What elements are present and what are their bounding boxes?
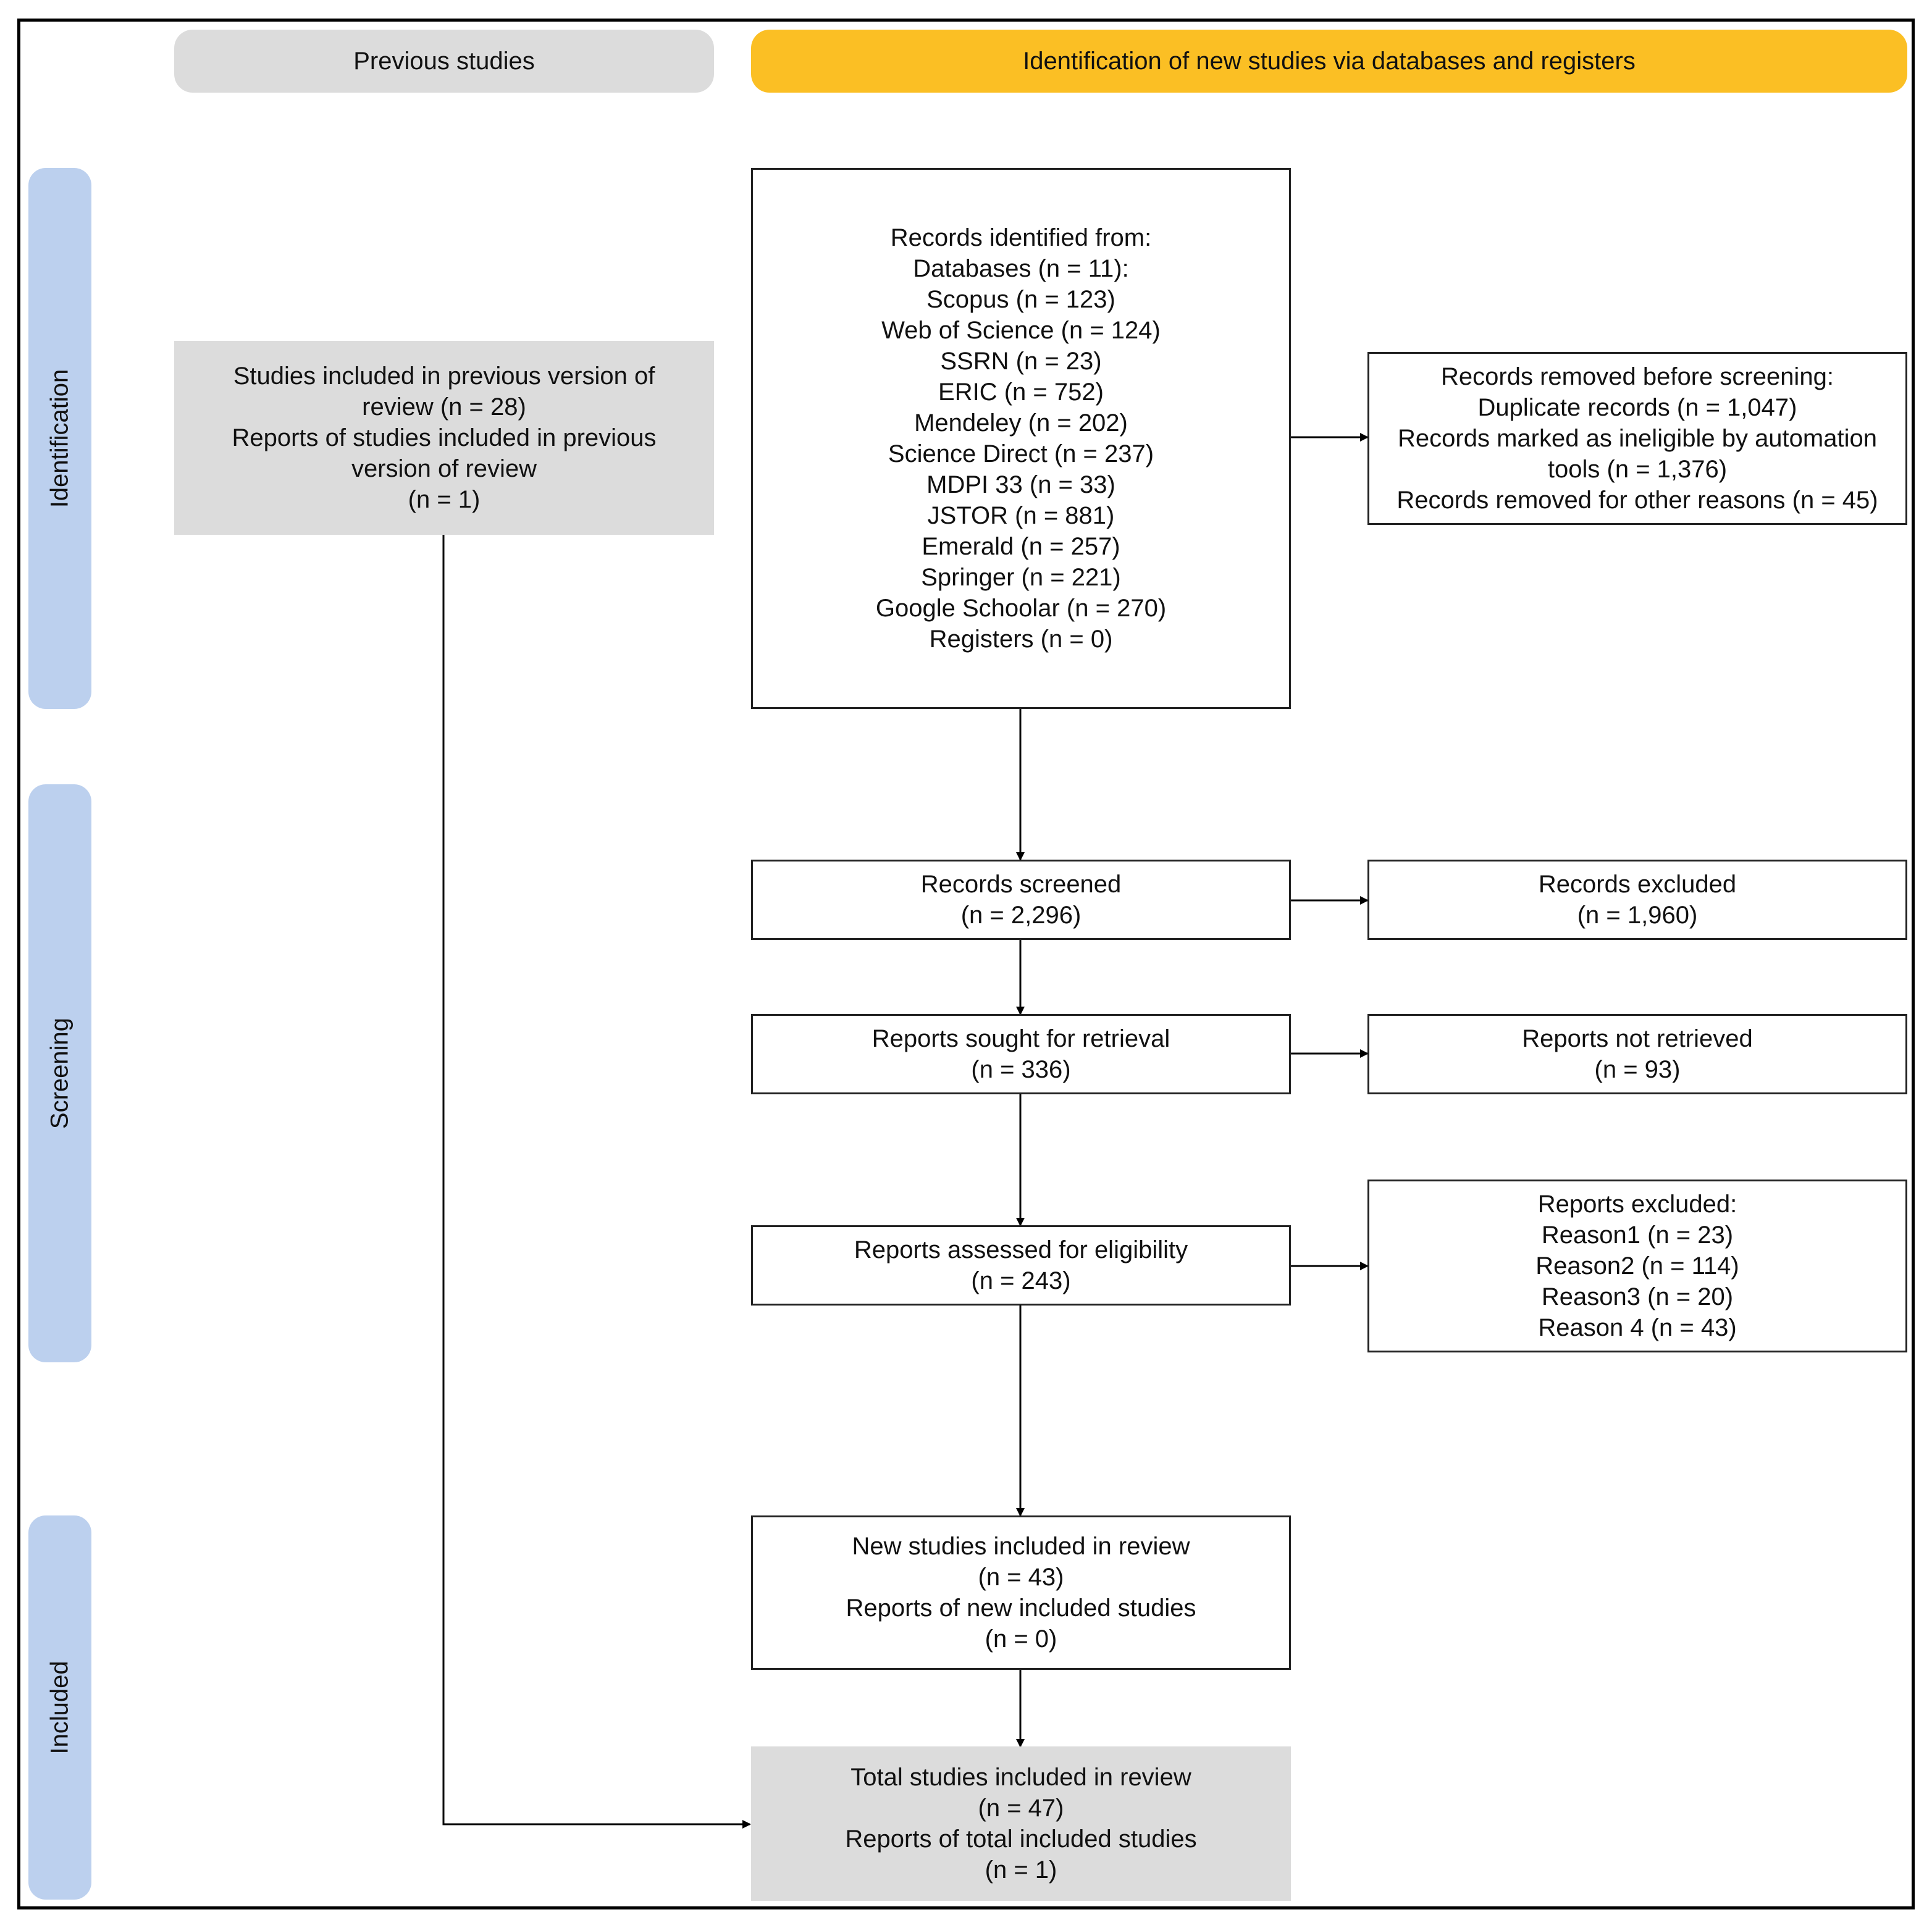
box-text-line: (n = 243) <box>971 1267 1071 1294</box>
box-text-line: Reason2 (n = 114) <box>1535 1252 1739 1280</box>
box-new-studies-included: New studies included in review (n = 43) Re… <box>751 1515 1291 1670</box>
box-text-line: Reason3 (n = 20) <box>1541 1283 1734 1310</box>
phase-included: Included <box>28 1515 91 1900</box>
box-text-line: (n = 93) <box>1594 1056 1681 1083</box>
box-text-line: Google Schoolar (n = 270) <box>875 595 1167 622</box>
box-text-line: (n = 1,960) <box>1577 902 1698 929</box>
box-text-line: MDPI 33 (n = 33) <box>926 471 1115 498</box>
box-text-line: Scopus (n = 123) <box>926 286 1115 313</box>
box-text-line: Records screened <box>920 871 1122 898</box>
box-records-screened: Records screened (n = 2,296) <box>751 860 1291 940</box>
box-text-line: (n = 336) <box>971 1056 1071 1083</box>
box-records-identified: Records identified from: Databases (n = 1… <box>751 168 1291 709</box>
box-text-line: Science Direct (n = 237) <box>888 440 1154 467</box>
box-reports-assessed: Reports assessed for eligibility (n = 243… <box>751 1225 1291 1306</box>
header-previous-label: Previous studies <box>353 47 535 75</box>
box-text-line: review (n = 28) <box>362 393 526 421</box>
box-total-studies-included: Total studies included in review (n = 47)… <box>751 1746 1291 1901</box>
box-text-line: Records removed before screening: <box>1441 363 1834 390</box>
box-text-line: tools (n = 1,376) <box>1547 456 1728 483</box>
phase-identification: Identification <box>28 168 91 709</box>
diagram-frame <box>17 19 1915 1909</box>
box-text-line: Emerald (n = 257) <box>922 533 1120 560</box>
box-text-line: (n = 47) <box>978 1795 1064 1822</box>
box-text-line: Reports of new included studies <box>846 1595 1196 1622</box>
box-text-line: Reports assessed for eligibility <box>854 1236 1188 1264</box>
box-text-line: Reason 4 (n = 43) <box>1538 1314 1737 1341</box>
box-text-line: New studies included in review <box>852 1533 1190 1560</box>
box-text-line: Reports of studies included in previous <box>232 424 657 451</box>
box-text-line: SSRN (n = 23) <box>940 348 1102 375</box>
box-text-line: Web of Science (n = 124) <box>881 317 1161 344</box>
box-text-line: Databases (n = 11): <box>913 255 1129 282</box>
phase-screening: Screening <box>28 784 91 1362</box>
box-text-line: Duplicate records (n = 1,047) <box>1477 394 1797 421</box>
box-text-line: Total studies included in review <box>850 1764 1191 1791</box>
box-text-line: (n = 2,296) <box>960 902 1082 929</box>
box-text-line: version of review <box>351 455 537 482</box>
box-text-line: Records marked as ineligible by automati… <box>1398 425 1877 452</box>
box-text-line: Registers (n = 0) <box>929 626 1113 653</box>
box-text-line: JSTOR (n = 881) <box>927 502 1115 529</box>
box-text-line: Records removed for other reasons (n = 4… <box>1396 487 1878 514</box>
box-previous-studies: Studies included in previous version of r… <box>174 341 714 535</box>
box-text-line: Reports excluded: <box>1537 1191 1737 1218</box>
box-text-line: Mendeley (n = 202) <box>914 409 1128 437</box>
box-reports-not-retrieved: Reports not retrieved (n = 93) <box>1367 1014 1907 1094</box>
box-text-line: Reason1 (n = 23) <box>1541 1222 1734 1249</box>
header-new-studies: Identification of new studies via databa… <box>751 30 1907 93</box>
box-records-removed: Records removed before screening: Duplica… <box>1367 352 1907 525</box>
box-text-line: Records excluded <box>1538 871 1737 898</box>
box-text-line: Records identified from: <box>890 224 1152 251</box>
box-text-line: Reports sought for retrieval <box>872 1025 1170 1052</box>
box-text-line: (n = 1) <box>985 1856 1057 1884</box>
box-text-line: Reports of total included studies <box>845 1825 1197 1853</box>
box-text-line: Reports not retrieved <box>1522 1025 1753 1052</box>
box-text-line: Springer (n = 221) <box>921 564 1121 591</box>
box-reports-excluded: Reports excluded: Reason1 (n = 23) Reason2… <box>1367 1180 1907 1352</box>
box-records-excluded: Records excluded (n = 1,960) <box>1367 860 1907 940</box>
box-text-line: (n = 0) <box>985 1625 1057 1653</box>
arrow-previous-to-total <box>442 535 751 1829</box>
box-reports-sought: Reports sought for retrieval (n = 336) <box>751 1014 1291 1094</box>
box-text-line: ERIC (n = 752) <box>938 379 1104 406</box>
box-text-line: (n = 43) <box>978 1564 1064 1591</box>
header-previous-studies: Previous studies <box>174 30 714 93</box>
header-new-label: Identification of new studies via databa… <box>1023 47 1636 75</box>
box-text-line: Studies included in previous version of <box>233 363 655 390</box>
box-text-line: (n = 1) <box>408 486 481 513</box>
